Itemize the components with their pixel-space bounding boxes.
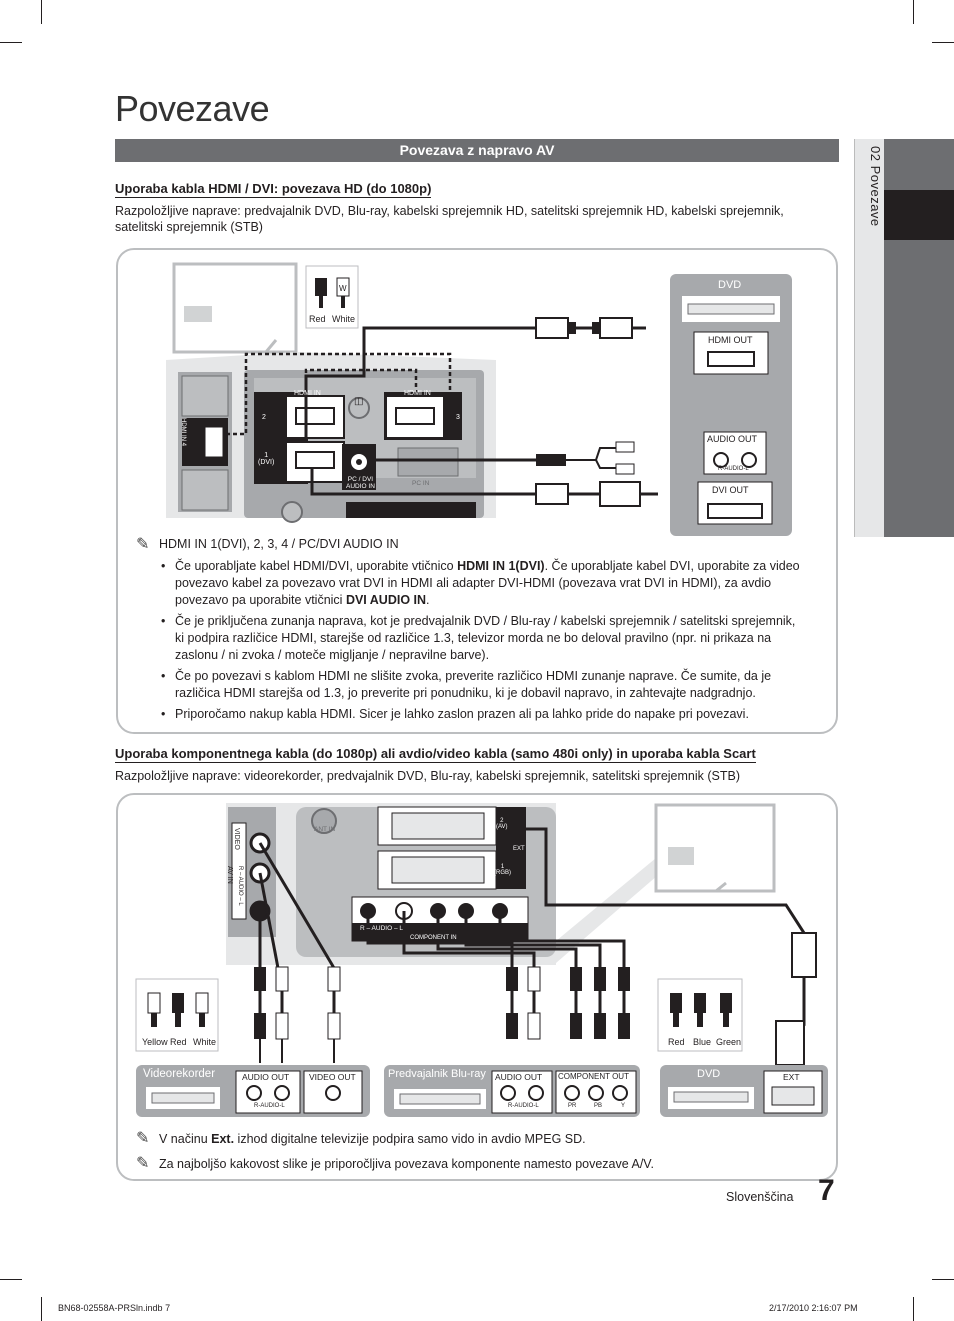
footer-file: BN68-02558A-PRSln.indb 7 bbox=[58, 1303, 171, 1313]
br-audio-sublabel: R-AUDIO-L bbox=[508, 1103, 539, 1109]
port-3-label: 3 bbox=[456, 414, 460, 421]
hdmi-diagram bbox=[166, 262, 792, 536]
hdmi-in-4-label: HDMI IN 4 bbox=[180, 418, 186, 447]
legend-yellow: Yellow bbox=[142, 1037, 168, 1047]
bluray-label: Predvajalnik Blu-ray bbox=[388, 1068, 486, 1080]
list-item: Priporočamo nakup kabla HDMI. Sicer je l… bbox=[161, 706, 805, 723]
dvd-label: DVD bbox=[718, 279, 742, 291]
crop-mark bbox=[932, 42, 954, 43]
br-pb-label: PB bbox=[594, 1103, 603, 1109]
cable-label-r: R bbox=[317, 284, 323, 293]
cable-label-white: White bbox=[332, 314, 356, 324]
legend2-blue: Blue bbox=[693, 1037, 712, 1047]
crop-mark bbox=[913, 0, 914, 24]
av-in-label: AV IN bbox=[226, 866, 233, 884]
component-note-2: Za najboljšo kakovost slike je priporočl… bbox=[159, 1157, 654, 1171]
dvi-out-label: DVI OUT bbox=[712, 485, 749, 495]
crop-mark bbox=[0, 1279, 22, 1280]
dvd-ext-label: EXT bbox=[783, 1072, 800, 1082]
legend-white: White bbox=[193, 1037, 217, 1047]
port-2-label: 2 bbox=[262, 414, 266, 421]
br-component-out-label: COMPONENT OUT bbox=[558, 1072, 629, 1081]
ext-2-label: 2 (AV) bbox=[496, 818, 508, 830]
vcr-audio-sublabel: R-AUDIO-L bbox=[254, 1103, 285, 1109]
audio-out-label: AUDIO OUT bbox=[707, 434, 758, 444]
component-diagram bbox=[135, 803, 828, 1117]
cable-label-red: Red bbox=[309, 314, 326, 324]
page-title: Povezave bbox=[115, 88, 270, 129]
list-item: Če uporabljate kabel HDMI/DVI, uporabite… bbox=[161, 558, 805, 609]
vcr-video-out-label: VIDEO OUT bbox=[309, 1072, 356, 1082]
crop-mark bbox=[913, 1297, 914, 1321]
crop-mark bbox=[41, 0, 42, 24]
audio-out-sublabel: R-AUDIO-L bbox=[718, 466, 749, 472]
crop-mark bbox=[0, 42, 22, 43]
crop-mark bbox=[932, 1279, 954, 1280]
ext-1-label: 1 (RGB) bbox=[494, 864, 511, 876]
port-1-label: 1 (DVI) bbox=[258, 452, 275, 466]
pencil-note-icon: ✎ bbox=[136, 1155, 150, 1172]
headphone-icon: ◫ bbox=[354, 396, 364, 407]
br-audio-out-label: AUDIO OUT bbox=[495, 1072, 543, 1082]
br-pr-label: PR bbox=[568, 1103, 577, 1109]
ant-in-label: ANT IN bbox=[314, 826, 336, 833]
chapter-tab-marker bbox=[884, 190, 954, 240]
list-item: Če po povezavi s kablom HDMI ne slišite … bbox=[161, 668, 805, 702]
pc-dvi-audio-label: PC / DVI AUDIO IN bbox=[346, 476, 375, 490]
hdmi-out-label: HDMI OUT bbox=[708, 335, 753, 345]
component-heading: Uporaba komponentnega kabla (do 1080p) a… bbox=[115, 746, 756, 763]
av-audio-label: R – AUDIO – L bbox=[237, 866, 243, 906]
video-jack-label: VIDEO bbox=[233, 828, 240, 850]
crop-mark bbox=[41, 1297, 42, 1321]
list-item: Če je priključena zunanja naprava, kot j… bbox=[161, 613, 805, 664]
legend2-green: Green bbox=[716, 1037, 742, 1047]
legend-red: Red bbox=[170, 1037, 187, 1047]
hdmi-in-label-1: HDMI IN bbox=[294, 390, 321, 397]
vcr-audio-out-label: AUDIO OUT bbox=[242, 1072, 290, 1082]
component-audio-label: R – AUDIO – L bbox=[360, 925, 403, 932]
component-note-1: V načinu Ext. izhod digitalne televizije… bbox=[159, 1132, 586, 1146]
br-y-label: Y bbox=[621, 1103, 626, 1109]
legend2-red: Red bbox=[668, 1037, 685, 1047]
cable-label-w: W bbox=[339, 284, 347, 293]
component-in-label: COMPONENT IN bbox=[410, 935, 457, 941]
section-bar: Povezava z napravo AV bbox=[115, 139, 839, 162]
hdmi-in-label-2: HDMI IN bbox=[404, 390, 431, 397]
component-devices-text: Razpoložljive naprave: videorekorder, pr… bbox=[115, 769, 741, 783]
pencil-note-icon: ✎ bbox=[136, 536, 150, 553]
pencil-note-icon: ✎ bbox=[136, 1130, 150, 1147]
page-number: 7 bbox=[818, 1174, 835, 1207]
ext-label: EXT bbox=[513, 846, 525, 852]
pc-in-label: PC IN bbox=[412, 480, 430, 487]
chapter-tab-label: 02 Povezave bbox=[868, 146, 883, 227]
footer-date: 2/17/2010 2:16:07 PM bbox=[769, 1303, 858, 1313]
vcr-label: Videorekorder bbox=[143, 1068, 216, 1080]
dvd2-label: DVD bbox=[697, 1068, 721, 1080]
hdmi-notes-list: Če uporabljate kabel HDMI/DVI, uporabite… bbox=[161, 558, 805, 727]
hdmi-heading: Uporaba kabla HDMI / DVI: povezava HD (d… bbox=[115, 181, 432, 198]
hdmi-devices-text: Razpoložljive naprave: predvajalnik DVD,… bbox=[115, 204, 784, 234]
language-label: Slovenščina bbox=[726, 1190, 794, 1204]
hdmi-note-title: HDMI IN 1(DVI), 2, 3, 4 / PC/DVI AUDIO I… bbox=[159, 537, 399, 551]
